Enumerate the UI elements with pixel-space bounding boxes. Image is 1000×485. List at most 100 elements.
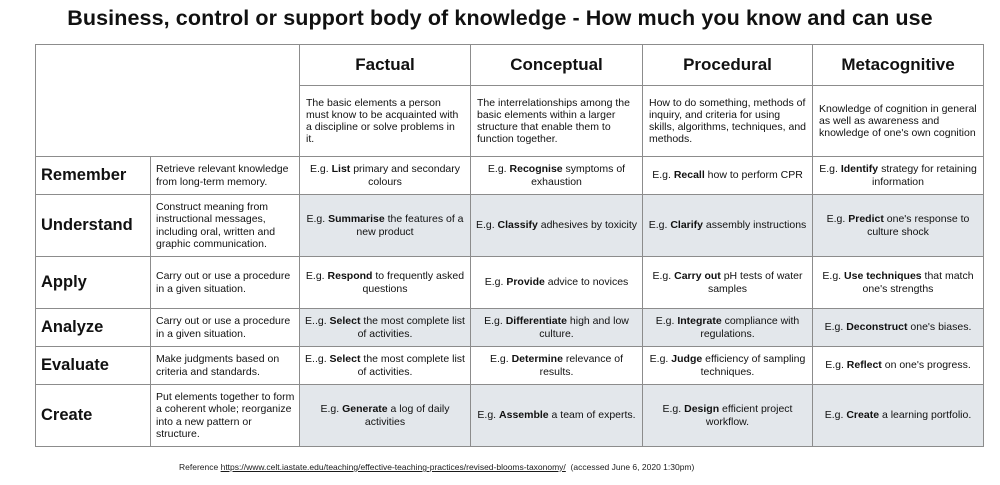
example-prefix: E.g. bbox=[489, 353, 512, 365]
example-text: to frequently asked questions bbox=[362, 270, 465, 295]
example-prefix: E.g. bbox=[822, 270, 845, 282]
example-cell: E.g. Generate a log of daily activities bbox=[299, 384, 471, 447]
level-description: Retrieve relevant knowledge from long-te… bbox=[150, 156, 300, 195]
example-cell: E.g. Summarise the features of a new pro… bbox=[299, 194, 471, 257]
example-cell: E.g. Deconstruct one's biases. bbox=[812, 308, 984, 347]
corner-cell bbox=[35, 44, 300, 157]
example-cell: E.g. Determine relevance of results. bbox=[470, 346, 643, 385]
example-cell: E.g. Integrate compliance with regulatio… bbox=[642, 308, 813, 347]
example-cell: E.g. Recognise symptoms of exhaustion bbox=[470, 156, 643, 195]
example-verb: Classify bbox=[497, 219, 538, 232]
example-cell: E.g. List primary and secondary colours bbox=[299, 156, 471, 195]
column-desc-factual: The basic elements a person must know to… bbox=[299, 85, 471, 157]
example-prefix: E.g. bbox=[305, 270, 328, 282]
example-text: relevance of results. bbox=[539, 353, 624, 378]
example-prefix: E.g. bbox=[306, 213, 329, 225]
example-prefix: E.g. bbox=[487, 163, 510, 175]
example-prefix: E.g. bbox=[662, 403, 685, 415]
level-name: Analyze bbox=[35, 308, 151, 347]
example-text: a log of daily activities bbox=[364, 403, 450, 428]
example-verb: Assemble bbox=[499, 409, 549, 422]
example-cell: E.g. Predict one's response to culture s… bbox=[812, 194, 984, 257]
column-name-procedural: Procedural bbox=[642, 44, 813, 86]
example-cell: E.g. Assemble a team of experts. bbox=[470, 384, 643, 447]
example-prefix: E..g. bbox=[305, 353, 330, 365]
column-name-factual: Factual bbox=[299, 44, 471, 86]
reference-suffix: (accessed June 6, 2020 1:30pm) bbox=[565, 462, 695, 472]
level-description: Make judgments based on criteria and sta… bbox=[150, 346, 300, 385]
example-prefix: E..g. bbox=[305, 315, 330, 327]
example-verb: Recall bbox=[673, 169, 705, 182]
reference-note: Reference https://www.celt.iastate.edu/t… bbox=[179, 462, 694, 472]
example-prefix: E.g. bbox=[819, 163, 841, 175]
example-verb: Integrate bbox=[677, 315, 722, 327]
example-cell: E..g. Select the most complete list of a… bbox=[299, 308, 471, 347]
example-verb: Determine bbox=[511, 353, 563, 365]
example-cell: E.g. Provide advice to novices bbox=[470, 256, 643, 309]
level-name: Create bbox=[35, 384, 151, 447]
example-verb: Generate bbox=[342, 403, 388, 415]
example-cell: E.g. Respond to frequently asked questio… bbox=[299, 256, 471, 309]
example-verb: Create bbox=[846, 409, 880, 422]
example-prefix: E.g. bbox=[652, 270, 675, 282]
example-text: a team of experts. bbox=[548, 409, 636, 422]
example-verb: Reflect bbox=[846, 359, 882, 372]
level-name: Evaluate bbox=[35, 346, 151, 385]
example-verb: List bbox=[331, 163, 351, 175]
example-text: the most complete list of activities. bbox=[357, 353, 465, 378]
example-cell: E..g. Select the most complete list of a… bbox=[299, 346, 471, 385]
example-verb: Respond bbox=[327, 270, 373, 282]
example-text: one's biases. bbox=[907, 321, 972, 334]
example-text: on one's progress. bbox=[881, 359, 971, 372]
example-prefix: E.g. bbox=[484, 276, 507, 289]
example-prefix: E.g. bbox=[826, 213, 849, 225]
example-verb: Select bbox=[329, 315, 361, 327]
taxonomy-table: Factual Conceptual Procedural Metacognit… bbox=[35, 44, 984, 447]
level-description: Construct meaning from instructional mes… bbox=[150, 194, 300, 257]
level-description: Carry out or use a procedure in a given … bbox=[150, 308, 300, 347]
example-text: compliance with regulations. bbox=[700, 315, 800, 340]
example-verb: Select bbox=[329, 353, 361, 365]
example-prefix: E.g. bbox=[320, 403, 343, 415]
example-prefix: E.g. bbox=[824, 321, 847, 334]
example-prefix: E.g. bbox=[648, 219, 671, 232]
example-text: pH tests of water samples bbox=[707, 270, 803, 295]
example-text: advice to novices bbox=[544, 276, 629, 289]
example-prefix: E.g. bbox=[655, 315, 678, 327]
example-text: the features of a new product bbox=[356, 213, 464, 238]
example-text: high and low culture. bbox=[539, 315, 629, 340]
example-text: the most complete list of activities. bbox=[357, 315, 465, 340]
example-verb: Provide bbox=[506, 276, 545, 289]
example-verb: Deconstruct bbox=[846, 321, 908, 334]
example-cell: E.g. Use techniques that match one's str… bbox=[812, 256, 984, 309]
example-cell: E.g. Create a learning portfolio. bbox=[812, 384, 984, 447]
example-verb: Differentiate bbox=[505, 315, 567, 327]
example-text: efficient project workflow. bbox=[705, 403, 793, 428]
example-prefix: E.g. bbox=[825, 359, 847, 372]
example-cell: E.g. Differentiate high and low culture. bbox=[470, 308, 643, 347]
column-name-metacognitive: Metacognitive bbox=[812, 44, 984, 86]
example-prefix: E.g. bbox=[475, 219, 498, 232]
example-prefix: E.g. bbox=[484, 315, 506, 327]
example-cell: E.g. Design efficient project workflow. bbox=[642, 384, 813, 447]
column-header-row: Factual Conceptual Procedural Metacognit… bbox=[35, 44, 984, 157]
column-description-row: The basic elements a person must know to… bbox=[36, 85, 984, 157]
example-cell: E.g. Classify adhesives by toxicity bbox=[470, 194, 643, 257]
example-cell: E.g. Judge efficiency of sampling techni… bbox=[642, 346, 813, 385]
reference-link[interactable]: https://www.celt.iastate.edu/teaching/ef… bbox=[220, 462, 566, 472]
example-prefix: E.g. bbox=[824, 409, 847, 422]
page-title: Business, control or support body of kno… bbox=[67, 6, 933, 30]
example-prefix: E.g. bbox=[310, 163, 332, 175]
example-text: that match one's strengths bbox=[862, 270, 974, 295]
reference-prefix: Reference bbox=[179, 462, 221, 472]
example-verb: Design bbox=[684, 403, 720, 415]
example-verb: Use techniques bbox=[844, 270, 922, 282]
example-prefix: E.g. bbox=[649, 353, 672, 365]
example-cell: E.g. Clarify assembly instructions bbox=[642, 194, 813, 257]
column-desc-procedural: How to do something, methods of inquiry,… bbox=[642, 85, 813, 157]
example-verb: Clarify bbox=[670, 219, 703, 232]
